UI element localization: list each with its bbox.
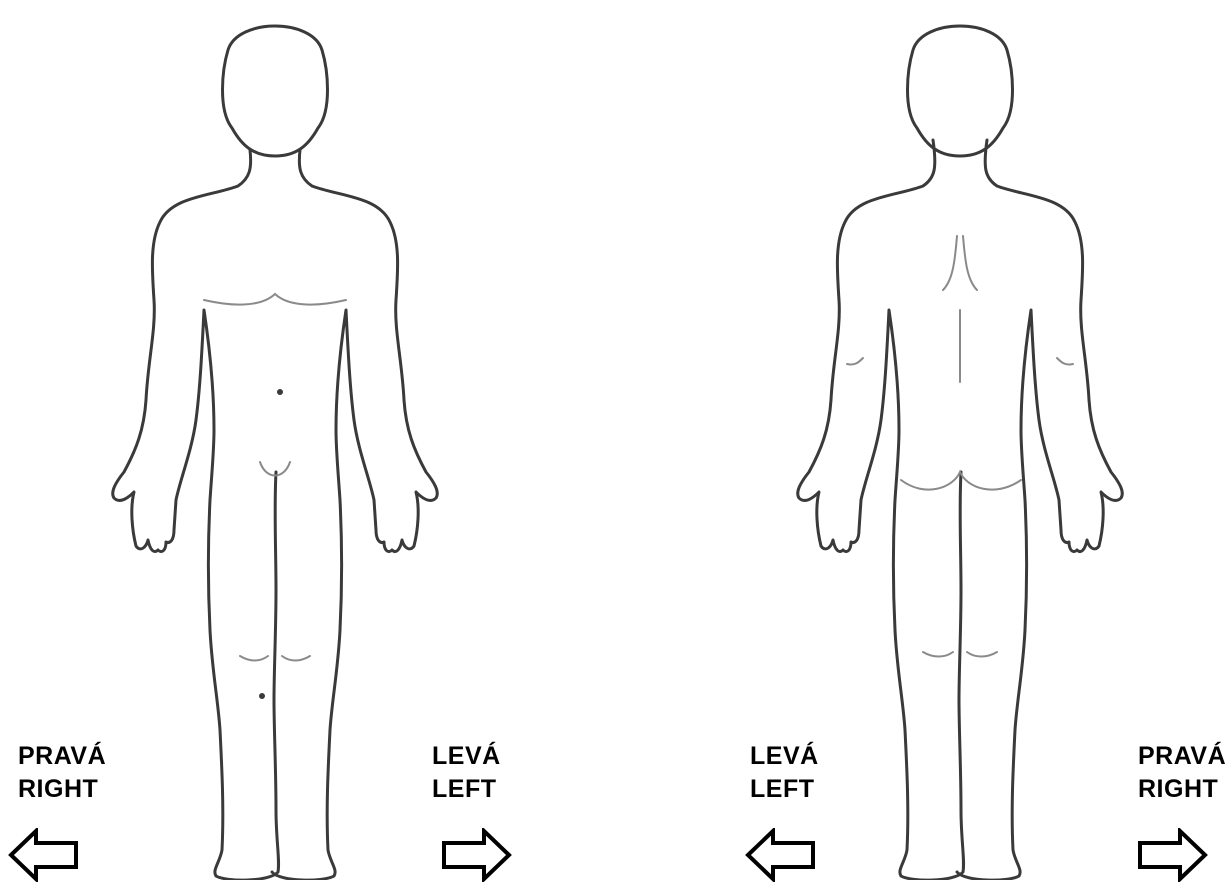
front-body-figure [100, 10, 460, 880]
front-right-side-label: PRAVÁ RIGHT [18, 740, 106, 806]
front-outline [113, 26, 438, 880]
back-right-label-cz: PRAVÁ [1138, 740, 1226, 773]
back-right-label-en: RIGHT [1138, 773, 1226, 806]
front-left-label-cz: LEVÁ [432, 740, 501, 773]
back-left-label-en: LEFT [750, 773, 819, 806]
front-right-label-cz: PRAVÁ [18, 740, 106, 773]
back-left-side-label: LEVÁ LEFT [750, 740, 819, 806]
back-right-side-label: PRAVÁ RIGHT [1138, 740, 1226, 806]
right-arrow-icon [440, 828, 512, 882]
back-left-label-cz: LEVÁ [750, 740, 819, 773]
back-outline [798, 26, 1123, 880]
left-arrow-icon [745, 828, 817, 882]
front-left-label-en: LEFT [432, 773, 501, 806]
front-right-label-en: RIGHT [18, 773, 106, 806]
left-arrow-icon [8, 828, 80, 882]
back-body-figure [785, 10, 1145, 880]
right-arrow-icon [1136, 828, 1208, 882]
front-left-side-label: LEVÁ LEFT [432, 740, 501, 806]
